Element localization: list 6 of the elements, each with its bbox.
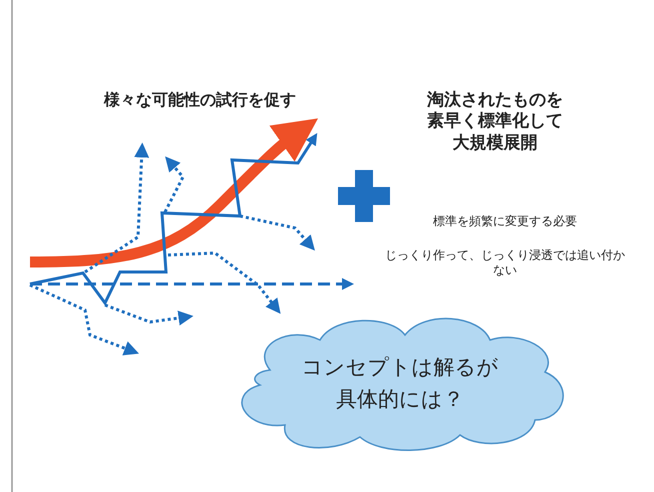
cloud-text: コンセプトは解るが具体的には？ xyxy=(300,354,500,412)
heading: 様々な可能性の試行を促す xyxy=(102,90,297,110)
note-text: 標準を頻繁に変更する必要 xyxy=(432,214,578,229)
thought-cloud xyxy=(241,318,564,451)
heading: 淘汰されたものを素早く標準化して大規模展開 xyxy=(426,90,564,154)
note-text: じっくり作って、じっくり浸透では追い付かない xyxy=(384,248,626,278)
